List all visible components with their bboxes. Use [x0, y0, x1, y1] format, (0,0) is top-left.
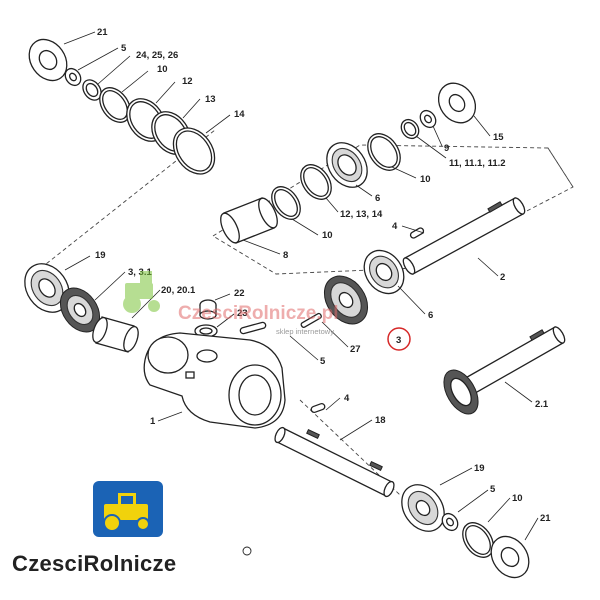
part-9-nut [419, 109, 437, 129]
part-3-gear-left [59, 287, 101, 333]
label-18: 18 [375, 415, 386, 426]
watermark-subtitle: sklep internetowy [276, 327, 334, 336]
part-5-nut-top [64, 67, 82, 87]
part-2-shaft [402, 197, 526, 275]
label-12: 12 [182, 76, 193, 87]
label-19-left: 19 [95, 250, 106, 261]
leader-lines [63, 31, 539, 541]
label-21-top: 21 [97, 27, 108, 38]
label-20-20-1: 20, 20.1 [161, 285, 196, 296]
logo-tractor-icon [103, 493, 150, 532]
label-10-mid: 10 [322, 230, 333, 241]
label-6-top: 6 [375, 193, 380, 204]
part-19-bearing-left [24, 263, 70, 313]
part-15-washer [437, 82, 477, 124]
label-5-top: 5 [121, 43, 127, 54]
part-10-circlip-right [367, 133, 401, 171]
label-4-top: 4 [392, 221, 398, 232]
label-3-highlighted: 3 [396, 335, 401, 346]
part-8-sleeve [220, 197, 278, 244]
label-5-bottom: 5 [490, 484, 496, 495]
part-11-shim [400, 118, 420, 140]
part-6-bearing-top [326, 142, 368, 188]
part-24-shim [82, 79, 102, 101]
part-27-pin [300, 312, 322, 329]
label-2-1: 2.1 [535, 399, 549, 410]
label-10-right: 10 [420, 174, 431, 185]
part-10-circlip-mid [271, 186, 301, 220]
part-labels: 21 5 24, 25, 26 10 12 13 14 15 9 11, 11.… [95, 27, 551, 524]
part-22-plug [199, 299, 217, 320]
label-13: 13 [205, 94, 216, 105]
label-23: 23 [237, 308, 248, 319]
part-5-nut-bottom [441, 512, 459, 532]
part-20-sleeve [92, 316, 139, 353]
part-4-key-bottom [310, 402, 326, 414]
label-10-top: 10 [157, 64, 168, 75]
label-4-bottom: 4 [344, 393, 350, 404]
label-8: 8 [283, 250, 288, 261]
part-10-circlip-bottom [462, 522, 494, 558]
label-12-13-14: 12, 13, 14 [340, 209, 383, 220]
label-2: 2 [500, 272, 505, 283]
watermark-text: CzesciRolnicze.pl [178, 303, 339, 324]
part-19-bearing-bottom [401, 484, 445, 532]
part-21-washer-top [28, 38, 68, 82]
label-22: 22 [234, 288, 245, 299]
label-24-25-26: 24, 25, 26 [136, 50, 178, 61]
label-15: 15 [493, 132, 504, 143]
watermark-tractor-icon [123, 271, 160, 313]
highlight-circle [387, 327, 411, 351]
label-5-mid: 5 [320, 356, 326, 367]
part-3-gear [323, 275, 369, 325]
registered-mark-icon [242, 546, 252, 556]
label-19-bottom: 19 [474, 463, 485, 474]
part-12-ring-right [300, 164, 332, 200]
brand-name: CzesciRolnicze [12, 551, 176, 576]
part-10-circlip-top [99, 87, 131, 123]
part-2-1-shaft [443, 326, 566, 415]
label-11: 11, 11.1, 11.2 [449, 158, 506, 169]
label-6-mid: 6 [428, 310, 433, 321]
label-21-bottom: 21 [540, 513, 551, 524]
brand-logo: CzesciRolnicze [12, 481, 252, 576]
part-18-shaft [274, 426, 395, 498]
label-14: 14 [234, 109, 245, 120]
label-1: 1 [150, 416, 156, 427]
part-14-ring [172, 127, 216, 175]
part-1-housing [143, 321, 286, 429]
label-27: 27 [350, 344, 361, 355]
part-21-washer-bottom [490, 535, 530, 579]
label-10-bottom: 10 [512, 493, 523, 504]
part-6-bearing-mid [363, 249, 405, 295]
watermark: CzesciRolnicze.pl sklep internetowy [123, 271, 339, 336]
label-9: 9 [444, 143, 449, 154]
